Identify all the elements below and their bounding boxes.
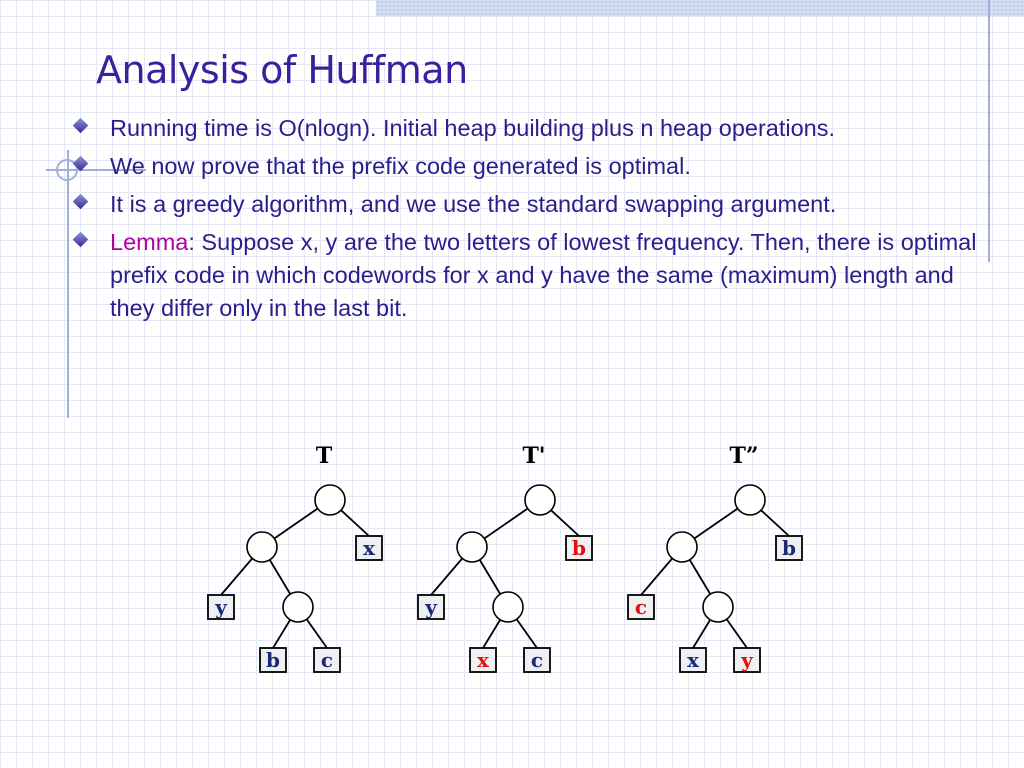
tree-leaf-box <box>259 647 287 673</box>
tree-leaf-label: x <box>477 648 490 672</box>
tree-leaf-label: b <box>572 536 586 560</box>
bullet-text: Running time is O(nlogn). Initial heap b… <box>110 115 836 141</box>
bullet-item-prefix-code: We now prove that the prefix code genera… <box>72 150 987 183</box>
diamond-bullet-icon <box>72 117 89 134</box>
bullet-item-greedy: It is a greedy algorithm, and we use the… <box>72 188 987 221</box>
lemma-statement: : Suppose x, y are the two letters of lo… <box>110 229 977 321</box>
tree-leaf-label: x <box>687 648 700 672</box>
decorative-rule-left <box>67 150 69 418</box>
tree-leaf-label: c <box>531 648 543 672</box>
tree-leaf-box <box>733 647 761 673</box>
tree-leaf-label: y <box>740 648 754 672</box>
tree-leaf-label: x <box>363 536 376 560</box>
tree-leaf-box <box>523 647 551 673</box>
tree-leaf-label: c <box>635 595 647 619</box>
tree-leaf-box <box>565 535 593 561</box>
bullet-text: We now prove that the prefix code genera… <box>110 153 691 179</box>
tree-leaf-box <box>355 535 383 561</box>
decorative-rule-right <box>988 0 990 262</box>
slide-title: Analysis of Huffman <box>96 48 468 92</box>
bullet-list: Running time is O(nlogn). Initial heap b… <box>72 112 987 330</box>
bullet-text: Lemma: Suppose x, y are the two letters … <box>110 229 976 321</box>
tree-leaf-box <box>207 594 235 620</box>
tree-internal-node <box>492 591 524 623</box>
tree-internal-node <box>246 531 278 563</box>
tree-leaf-label: y <box>214 595 228 619</box>
diamond-bullet-icon <box>72 193 89 210</box>
tree-leaf-box <box>775 535 803 561</box>
tree-internal-node <box>456 531 488 563</box>
tree-internal-node <box>524 484 556 516</box>
tree-label: T <box>316 443 333 469</box>
tree-internal-node <box>314 484 346 516</box>
tree-leaf-label: c <box>321 648 333 672</box>
bullet-text: It is a greedy algorithm, and we use the… <box>110 191 837 217</box>
tree-leaf-label: b <box>782 536 796 560</box>
tree-leaf-label: b <box>266 648 280 672</box>
diamond-bullet-icon <box>72 231 89 248</box>
bullet-item-running-time: Running time is O(nlogn). Initial heap b… <box>72 112 987 145</box>
tree-2: b y x c T' <box>417 443 593 673</box>
tree-leaf-box <box>469 647 497 673</box>
tree-leaf-box <box>417 594 445 620</box>
decorative-circle <box>56 159 78 181</box>
decorative-hrule-left <box>46 169 146 171</box>
tree-leaf-box <box>627 594 655 620</box>
tree-1: x y b c T <box>207 443 383 673</box>
tree-leaf-label: y <box>424 595 438 619</box>
tree-3: b c x y T” <box>627 443 803 673</box>
tree-internal-node <box>666 531 698 563</box>
header-band <box>376 0 1024 16</box>
tree-label: T” <box>729 443 758 469</box>
diamond-bullet-icon <box>72 155 89 172</box>
bullet-item-lemma: Lemma: Suppose x, y are the two letters … <box>72 226 987 325</box>
huffman-trees-diagram: x y b c Tb y x c T' b c x y T” <box>207 443 803 673</box>
tree-internal-node <box>734 484 766 516</box>
tree-leaf-box <box>313 647 341 673</box>
tree-leaf-box <box>679 647 707 673</box>
tree-internal-node <box>282 591 314 623</box>
lemma-label: Lemma <box>110 229 189 255</box>
tree-internal-node <box>702 591 734 623</box>
tree-label: T' <box>522 443 545 469</box>
